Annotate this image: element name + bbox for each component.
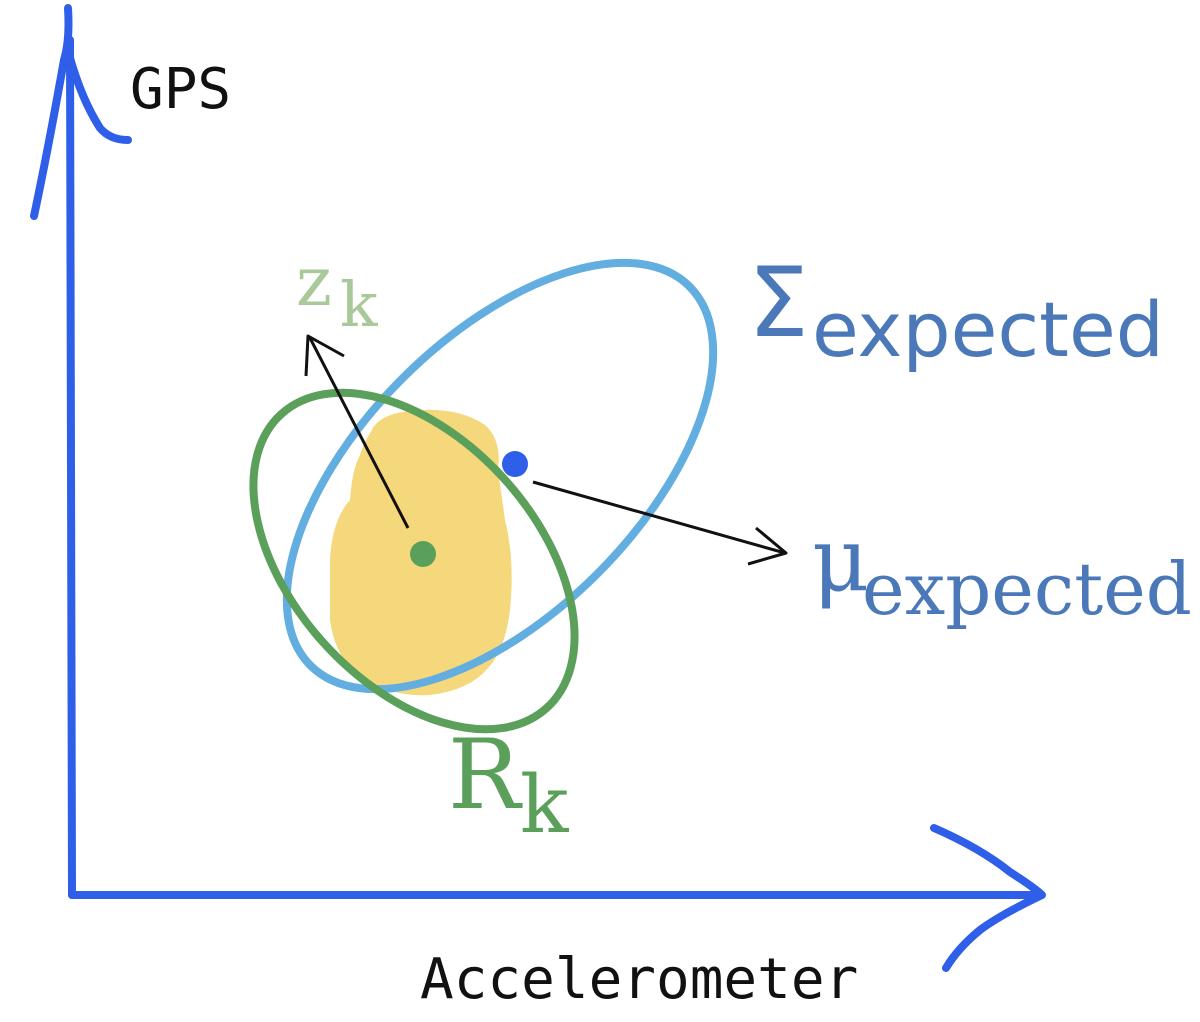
mean-point <box>502 451 528 477</box>
y-axis-line <box>66 36 76 899</box>
zk-arrowhead <box>304 334 345 377</box>
x-axis-label: Accelerometer <box>420 947 858 1012</box>
y-axis-label: GPS <box>130 57 231 122</box>
zk-label-main: z <box>296 243 332 322</box>
sigma-ellipse <box>282 258 718 694</box>
mu-label-subscript: expected <box>862 547 1192 631</box>
y-axis-arrowhead <box>30 4 132 220</box>
rk-ellipse <box>249 388 579 734</box>
rk-label-subscript: k <box>520 758 570 851</box>
zk-arrow <box>308 337 410 529</box>
x-axis-arrowhead <box>930 824 1046 972</box>
zk-label-subscript: k <box>340 268 378 341</box>
mu-arrowhead <box>747 526 788 566</box>
sigma-label-main: Σ <box>748 247 809 359</box>
sigma-label-subscript: expected <box>812 285 1164 374</box>
mu-arrow <box>532 480 786 555</box>
measurement-point <box>410 541 436 567</box>
rk-label-main: R <box>448 719 523 831</box>
mu-label-main: μ <box>812 508 869 611</box>
zk-label: z <box>296 243 332 322</box>
